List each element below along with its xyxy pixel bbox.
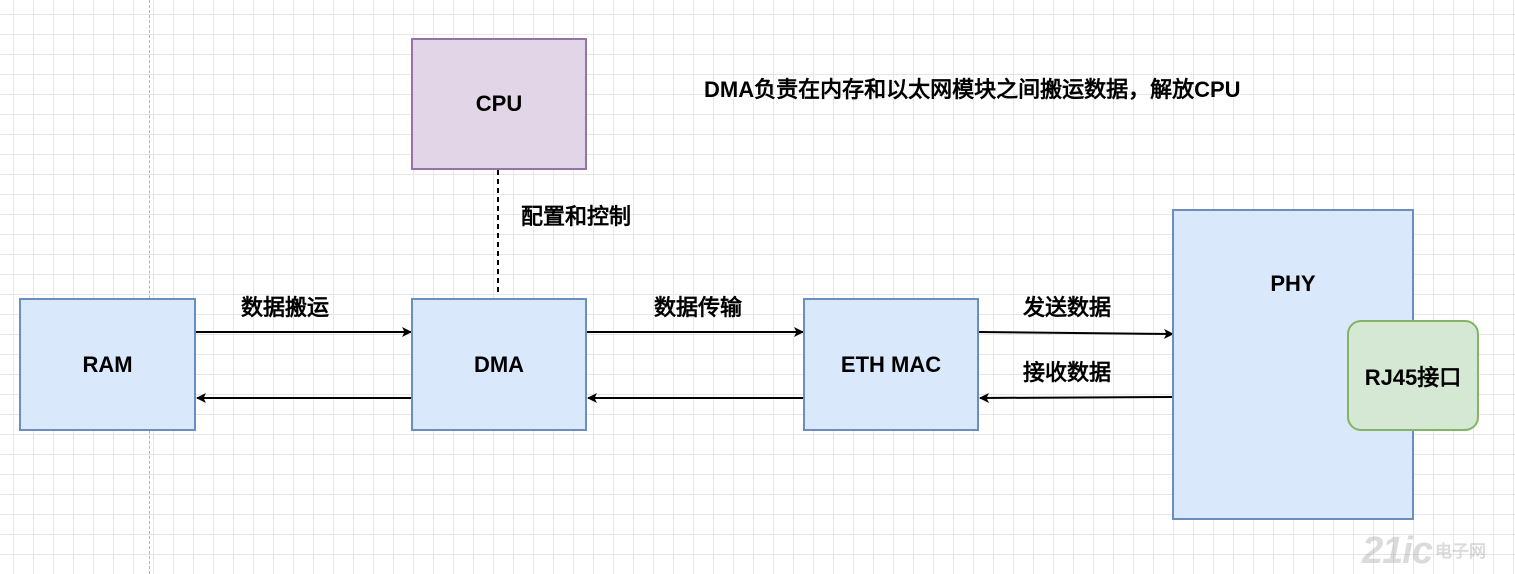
- watermark-brand: 21ic: [1362, 529, 1433, 572]
- dma-box: DMA: [411, 298, 587, 431]
- phy-label: PHY: [1270, 271, 1316, 296]
- rj45-box: RJ45接口: [1347, 320, 1479, 431]
- eth-mac-box: ETH MAC: [803, 298, 979, 431]
- diagram-title: DMA负责在内存和以太网模块之间搬运数据，解放CPU: [704, 77, 1241, 102]
- phy-to-mac-arrow: [979, 392, 1174, 403]
- rj45-label: RJ45接口: [1364, 364, 1462, 390]
- dma-mac-label: 数据传输: [654, 295, 743, 320]
- cpu-box: CPU: [411, 38, 587, 170]
- dashed-guide-line: [149, 0, 150, 574]
- eth-mac-label: ETH MAC: [840, 351, 942, 377]
- ram-label: RAM: [82, 351, 133, 377]
- ram-box: RAM: [19, 298, 196, 431]
- ram-dma-label: 数据搬运: [241, 295, 330, 320]
- watermark-logo: 21ic 电子网: [1362, 530, 1512, 572]
- send-data-label: 发送数据: [1023, 295, 1112, 320]
- mac-to-phy-arrow: [978, 328, 1174, 339]
- dma-label: DMA: [473, 351, 525, 377]
- cpu-label: CPU: [475, 91, 523, 116]
- config-control-label: 配置和控制: [521, 204, 632, 229]
- watermark-name: 电子网: [1434, 541, 1486, 561]
- receive-data-label: 接收数据: [1023, 360, 1112, 385]
